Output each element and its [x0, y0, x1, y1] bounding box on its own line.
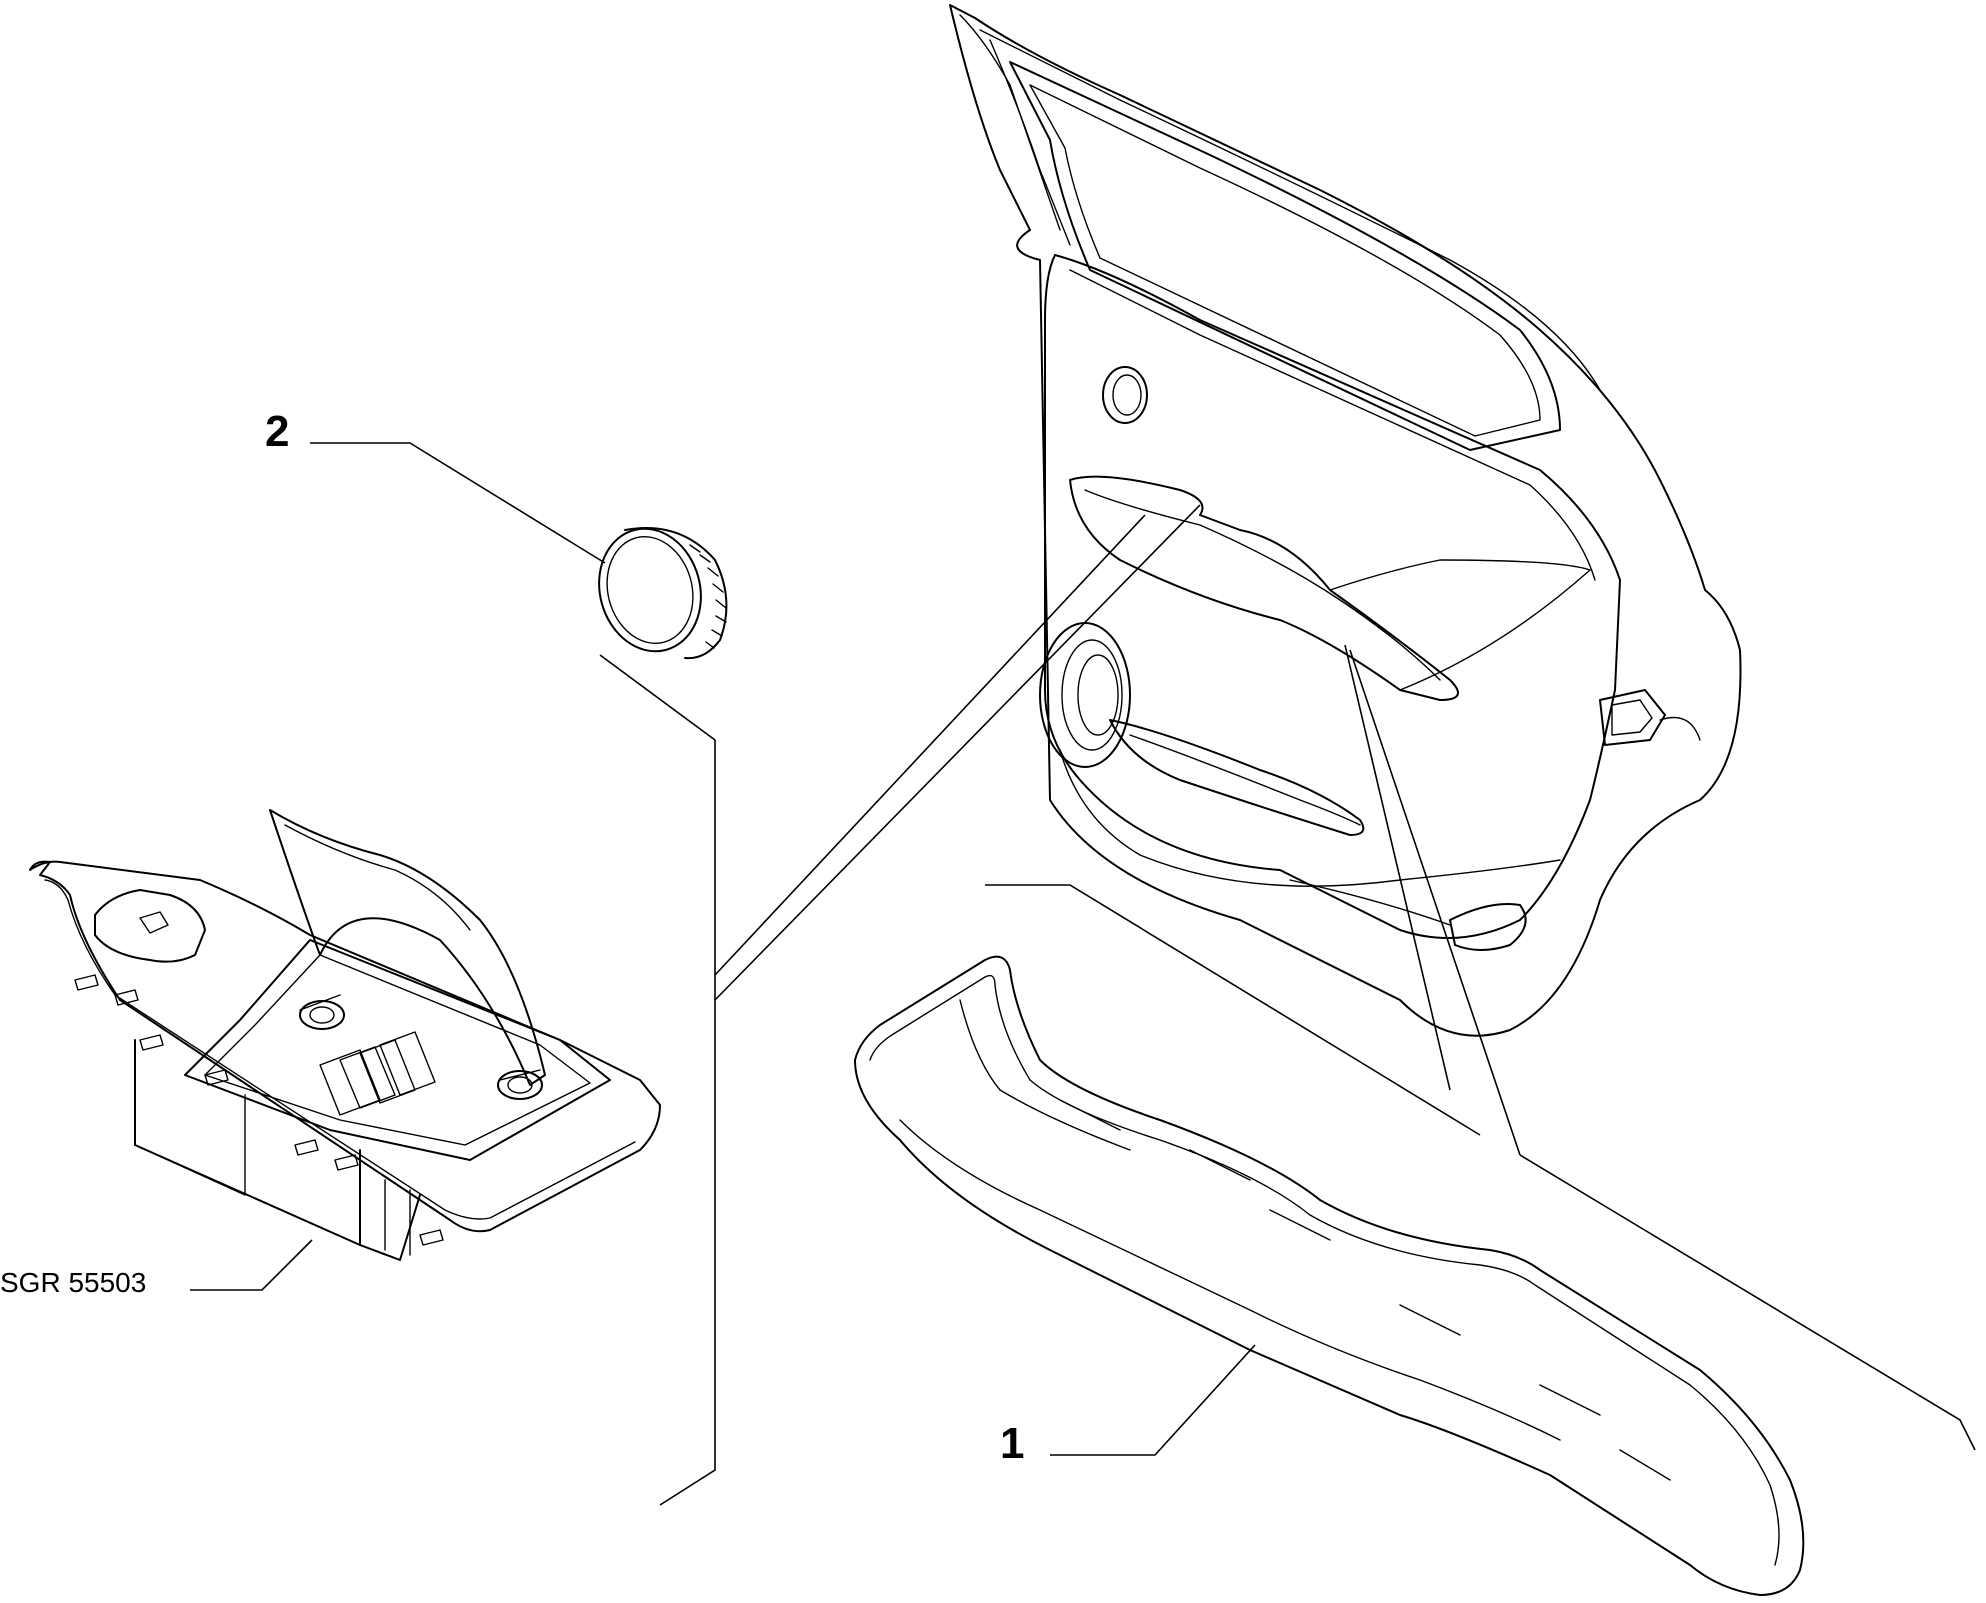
- drawing-code-label: SGR 55503: [0, 1267, 146, 1298]
- assembly-bracket-lines: [599, 504, 1976, 1506]
- armrest-trim-drawing: [854, 955, 1805, 1596]
- drawing-code-leader: [190, 1239, 313, 1291]
- plug-cap-drawing: [598, 527, 728, 660]
- door-panel-drawing: [949, 4, 1742, 1037]
- window-switch-drawing: [29, 809, 661, 1261]
- callout-1-leader: [1050, 1344, 1256, 1456]
- callout-1-label: 1: [1000, 1419, 1024, 1468]
- callout-2-leader: [310, 442, 606, 564]
- callout-2-label: 2: [265, 407, 289, 456]
